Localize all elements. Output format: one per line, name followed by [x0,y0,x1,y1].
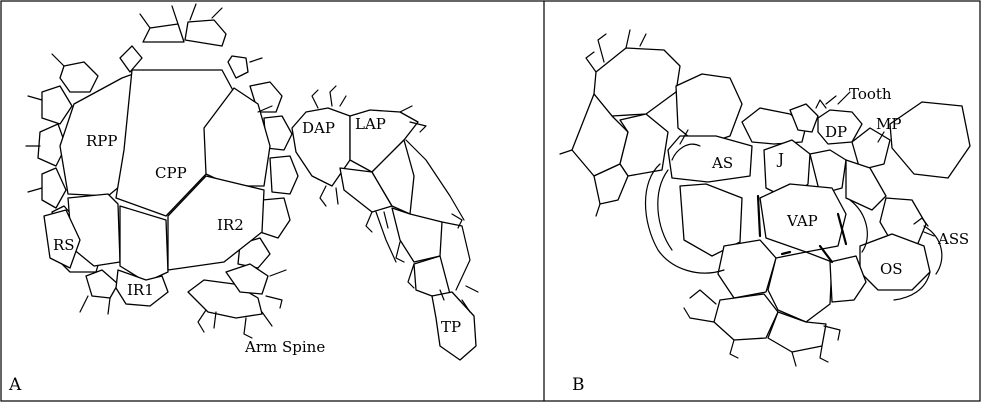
label-cpp: CPP [155,164,187,182]
plate-lower-center [120,206,168,282]
arm-b-left [560,30,680,216]
label-mp: MP [876,115,901,133]
label-tp: TP [441,318,461,336]
panel-b-drawing [560,30,970,366]
label-dap: DAP [302,119,335,137]
label-lap: LAP [355,115,386,133]
label-vap: VAP [786,212,818,230]
label-os: OS [880,260,903,278]
label-ass: ASS [937,230,969,248]
label-j: J [776,150,784,168]
label-arm-spine: Arm Spine [244,338,325,356]
label-ir1: IR1 [127,281,154,299]
label-rpp: RPP [86,132,117,150]
label-rs: RS [53,236,75,254]
arm-spine-cluster [188,264,286,338]
panel-a-drawing [26,4,478,360]
panel-a-letter: A [8,375,22,395]
label-as: AS [711,154,733,172]
label-tooth: Tooth [849,85,892,103]
panel-b-letter: B [572,375,585,395]
label-ir2: IR2 [217,216,244,234]
label-dp: DP [825,123,847,141]
